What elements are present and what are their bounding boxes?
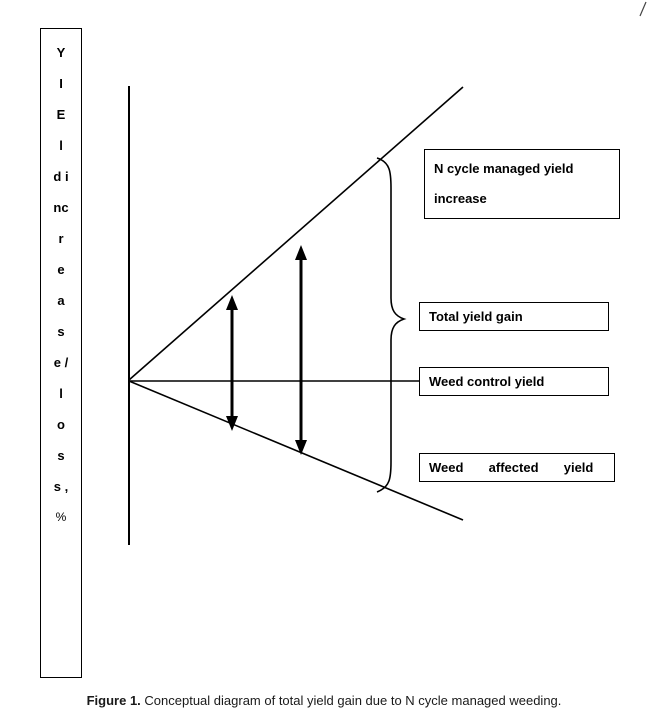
y-axis-title-char: % [55, 510, 67, 524]
y-axis-title-char: s , [53, 479, 69, 494]
label-n-cycle-managed: N cycle managed yield increase [424, 149, 620, 219]
weed-affected-line [128, 380, 464, 521]
y-axis-title-char: e [57, 262, 65, 277]
y-axis-title-char: I [59, 76, 63, 91]
y-axis-title-char: o [57, 417, 65, 432]
y-axis-title-char: l [59, 138, 63, 153]
y-axis-title-char: s [57, 324, 65, 339]
yield-gain-arrow-2 [295, 245, 307, 455]
y-axis-title-char: l [59, 386, 63, 401]
figure-caption-text: Conceptual diagram of total yield gain d… [140, 693, 562, 708]
y-axis-title-char: d i [53, 169, 69, 184]
y-axis-title-char: Y [56, 45, 66, 60]
managed-yield-line [128, 86, 464, 381]
label-n-cycle-line1: N cycle managed yield [434, 161, 574, 176]
y-axis-title-char: r [58, 231, 64, 246]
yield-gain-arrow-1 [226, 295, 238, 431]
label-weed-control-yield: Weed control yield [419, 367, 609, 396]
y-axis-title-char: nc [53, 200, 69, 215]
label-weed-affected-yield: Weed affected yield [419, 453, 615, 482]
figure-caption: Figure 1. Conceptual diagram of total yi… [0, 693, 648, 708]
y-axis-title-char: s [57, 448, 65, 463]
total-gain-brace [376, 157, 407, 493]
y-axis-title-char: E [56, 107, 66, 122]
label-total-yield-gain: Total yield gain [419, 302, 609, 331]
page-corner-mark [639, 1, 647, 17]
y-axis-title-char: e / [53, 355, 69, 370]
y-axis-title-char: a [57, 293, 65, 308]
y-axis-title-box: Y I E l d i nc r e a s e / l o s s , % [40, 28, 82, 678]
figure-caption-label: Figure 1. [86, 693, 141, 708]
label-n-cycle-line2: increase [434, 191, 487, 206]
